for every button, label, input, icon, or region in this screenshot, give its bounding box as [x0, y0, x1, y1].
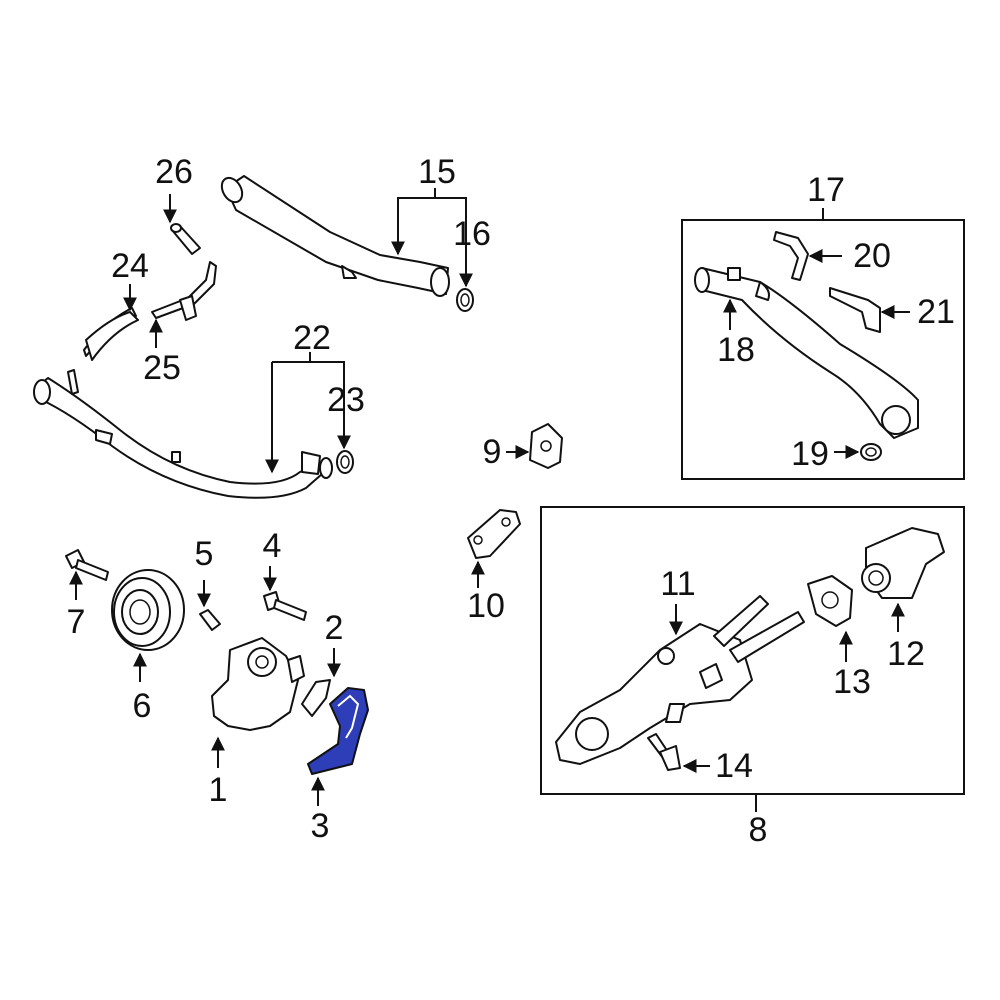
callout-26: 26 [155, 153, 193, 191]
part-14-sensor[interactable] [647, 733, 681, 771]
callout-13: 13 [833, 663, 871, 701]
part-15-coolant-pipe[interactable] [218, 174, 450, 297]
part-1-water-pump[interactable] [211, 637, 305, 731]
part-25-bypass-pipe[interactable] [151, 261, 217, 321]
callout-12: 12 [887, 635, 925, 673]
callout-2: 2 [325, 609, 344, 647]
callout-5: 5 [195, 535, 214, 573]
part-4-bolt[interactable] [263, 591, 307, 621]
part-23-o-ring[interactable] [336, 450, 354, 474]
callout-25: 25 [143, 349, 181, 387]
callout-21: 21 [917, 293, 955, 331]
part-18-coolant-pipe[interactable] [694, 267, 919, 439]
part-20-bracket[interactable] [773, 231, 809, 281]
part-2-gasket[interactable] [301, 679, 331, 717]
part-21-bracket[interactable] [829, 287, 881, 333]
callout-20: 20 [853, 237, 891, 275]
part-10-gasket[interactable] [467, 509, 521, 559]
part-6-pulley[interactable] [111, 569, 185, 651]
callout-3: 3 [311, 807, 330, 845]
callout-8: 8 [749, 811, 768, 849]
callout-17: 17 [807, 171, 845, 209]
callout-16: 16 [453, 215, 491, 253]
callout-11: 11 [660, 565, 695, 603]
callout-9: 9 [483, 433, 502, 471]
callout-14: 14 [715, 747, 753, 785]
part-16-o-ring[interactable] [456, 288, 474, 312]
part-12-thermostat-cover[interactable] [861, 527, 945, 599]
part-13-gasket[interactable] [807, 575, 853, 627]
part-26-tube[interactable] [170, 223, 201, 255]
callout-15: 15 [418, 153, 456, 191]
leader-22-bracket [272, 361, 345, 420]
part-11-thermostat-housing[interactable] [555, 595, 805, 765]
part-22-coolant-pipe[interactable] [33, 369, 333, 499]
callout-24: 24 [111, 247, 149, 285]
callout-1: 1 [209, 771, 228, 809]
part-7-bolt[interactable] [65, 549, 109, 581]
callout-7: 7 [67, 603, 86, 641]
callout-4: 4 [263, 527, 282, 565]
callout-22: 22 [293, 319, 331, 357]
callout-19: 19 [791, 435, 829, 473]
callout-23: 23 [327, 381, 365, 419]
part-19-o-ring[interactable] [860, 443, 882, 461]
leader-15-bracket [397, 197, 467, 282]
callout-6: 6 [133, 687, 152, 725]
callout-18: 18 [717, 331, 755, 369]
part-9-gasket[interactable] [529, 423, 563, 469]
group-box-8 [540, 506, 965, 795]
part-3-gasket-highlighted[interactable] [307, 687, 369, 775]
part-24-hose[interactable] [83, 307, 139, 361]
part-5-dowel[interactable] [199, 609, 221, 631]
callout-10: 10 [467, 587, 505, 625]
